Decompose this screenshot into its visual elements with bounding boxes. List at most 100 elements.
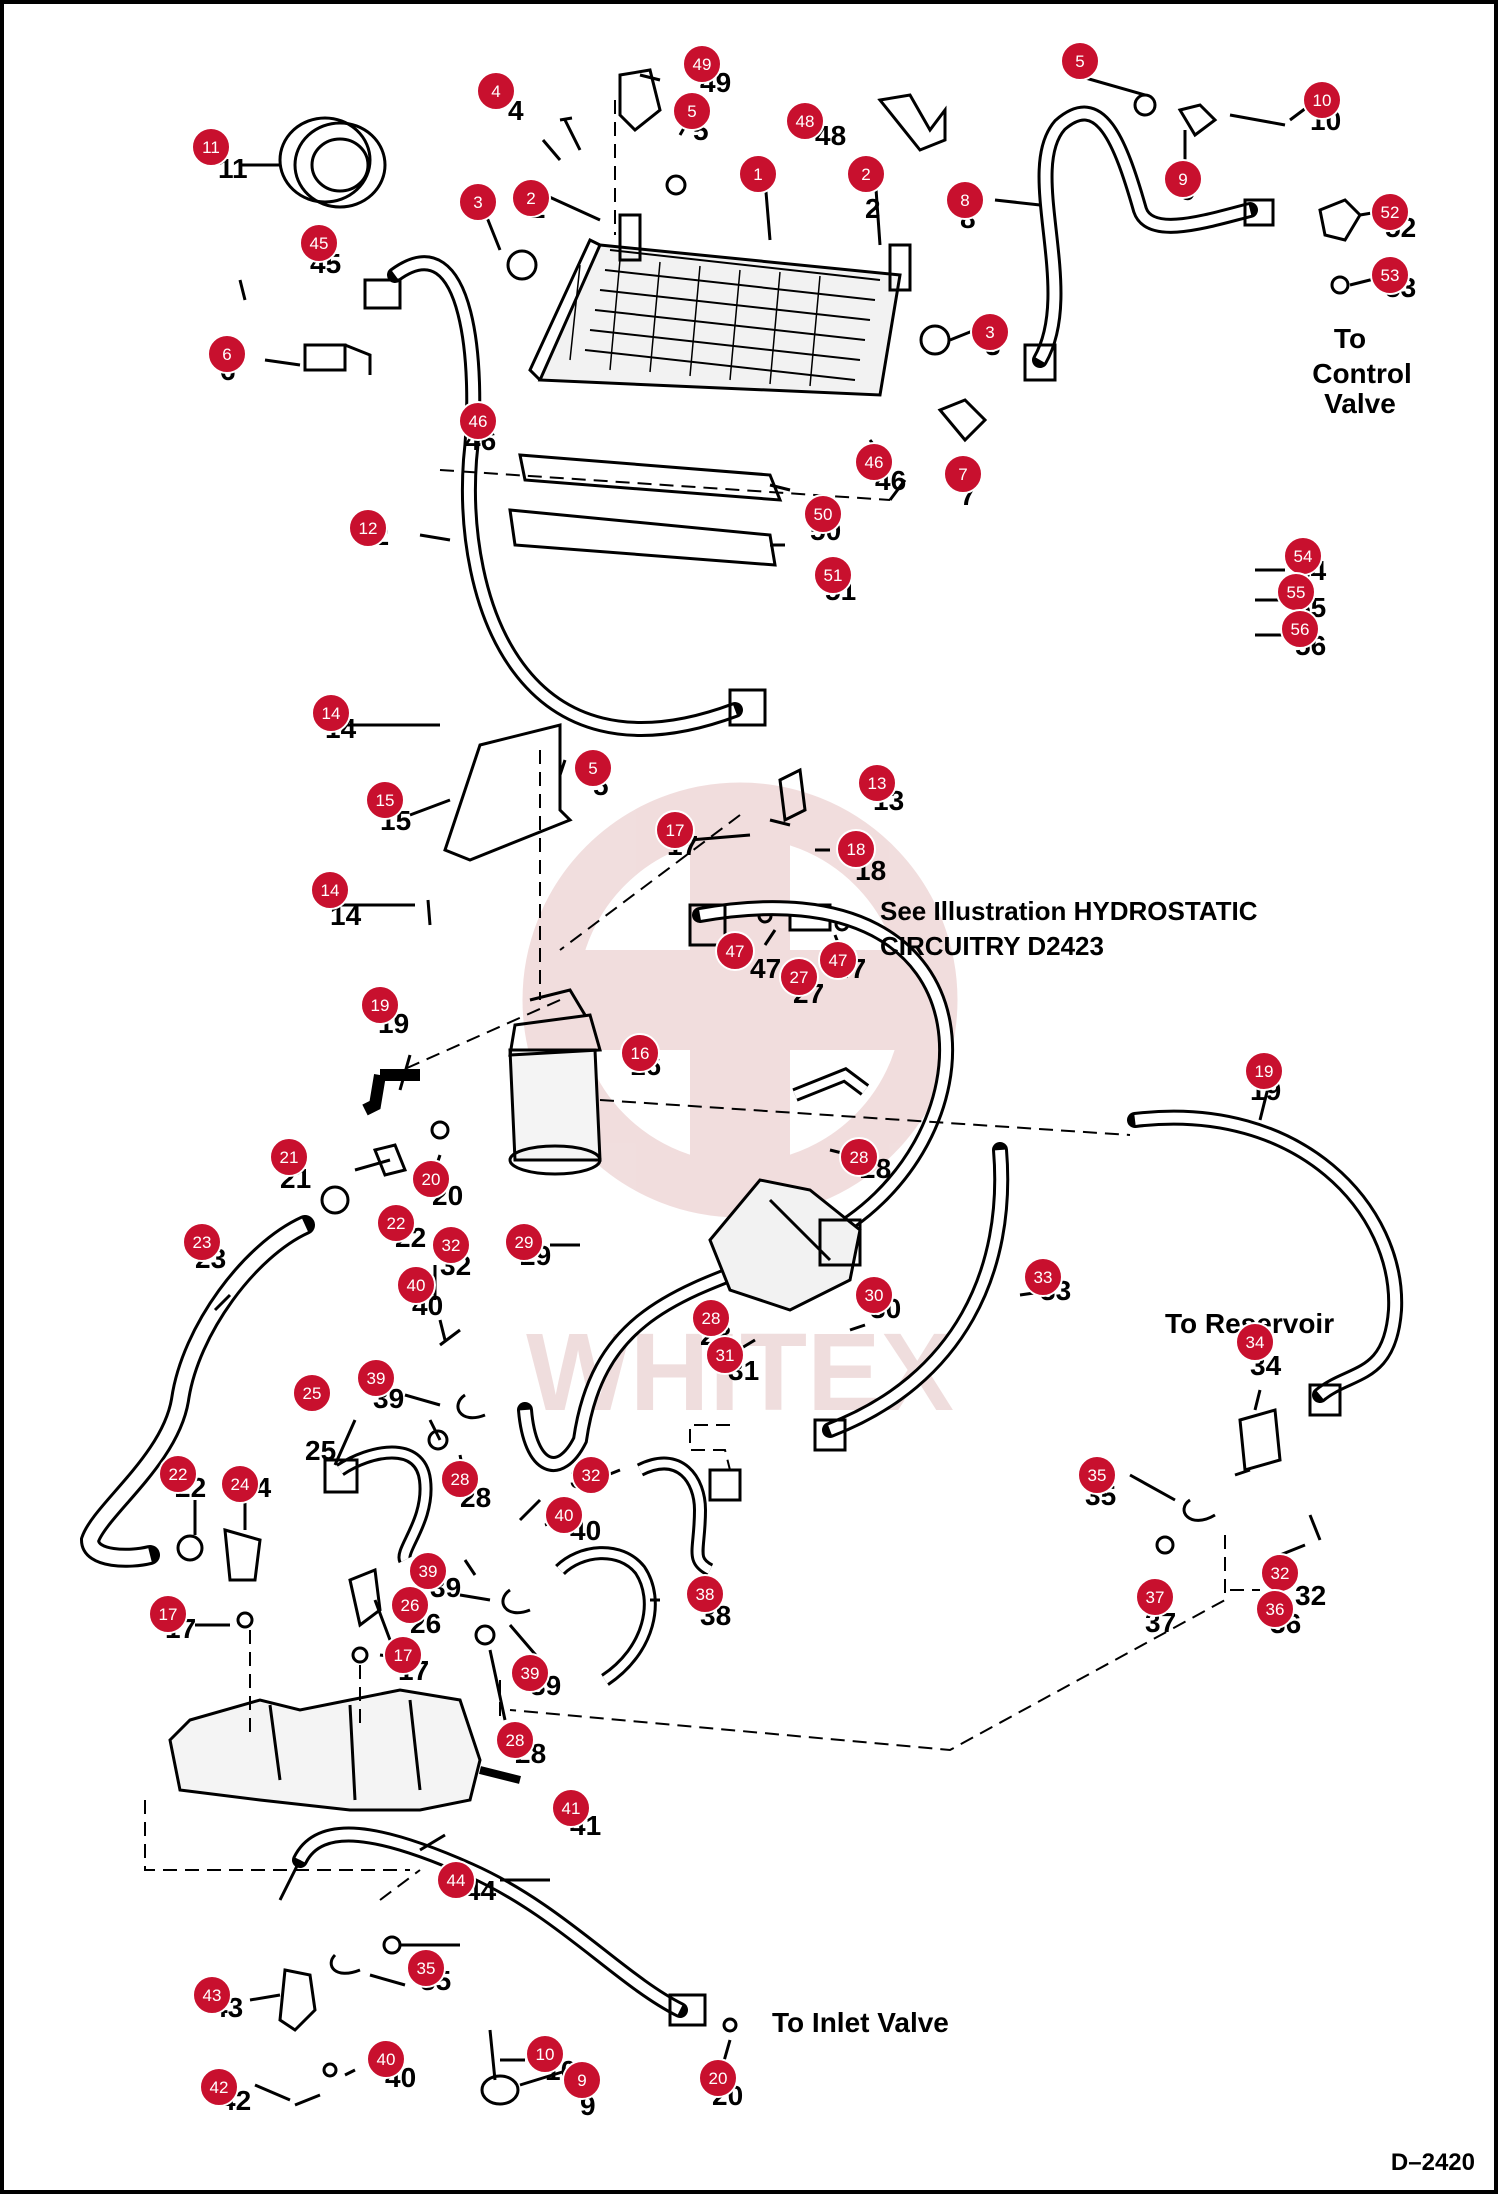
callout-circle <box>376 1203 416 1243</box>
callout-badge: 20 <box>411 1159 451 1199</box>
callout-circle <box>551 1788 591 1828</box>
callout-number: 5 <box>687 102 696 121</box>
callout-badge: 4 <box>476 71 516 111</box>
callout-circle <box>705 1335 745 1375</box>
callout-number: 41 <box>562 1799 581 1818</box>
callout-circle <box>525 2034 565 2074</box>
callout-number: 52 <box>1381 203 1400 222</box>
callout-number: 29 <box>515 1233 534 1252</box>
callout-badge: 17 <box>655 810 695 850</box>
callout-number: 30 <box>865 1286 884 1305</box>
callout-number: 24 <box>231 1475 250 1494</box>
callout-circle <box>311 693 351 733</box>
callout-number: 56 <box>1291 620 1310 639</box>
callout-circle <box>1135 1577 1175 1617</box>
callout-circle <box>836 829 876 869</box>
callout-number: 49 <box>693 55 712 74</box>
callout-circle <box>857 763 897 803</box>
callout-number: 6 <box>222 345 231 364</box>
callout-badge: 55 <box>1276 572 1316 612</box>
callout-circle <box>158 1454 198 1494</box>
callout-badge: 5 <box>672 91 712 131</box>
callout-number: 4 <box>491 82 500 101</box>
callout-number: 35 <box>417 1959 436 1978</box>
callout-badge: 19 <box>360 985 400 1025</box>
callout-badge: 10 <box>1302 80 1342 120</box>
callout-badge: 20 <box>698 2058 738 2098</box>
callout-badge: 51 <box>813 555 853 595</box>
callout-badge: 46 <box>854 442 894 482</box>
callout-badge: 25 <box>292 1373 332 1413</box>
callout-circle <box>360 985 400 1025</box>
callout-badge: 39 <box>510 1653 550 1693</box>
callout-number: 39 <box>367 1369 386 1388</box>
callout-badge: 35 <box>1077 1455 1117 1495</box>
callout-number: 34 <box>1246 1333 1265 1352</box>
callout-number: 38 <box>696 1585 715 1604</box>
callout-circle <box>269 1137 309 1177</box>
callout-number: 14 <box>321 881 340 900</box>
callout-circle <box>970 312 1010 352</box>
callout-circle <box>854 442 894 482</box>
callout-number: 40 <box>555 1506 574 1525</box>
callout-number: 45 <box>310 234 329 253</box>
callout-badge: 5 <box>1060 41 1100 81</box>
callout-circle <box>1163 159 1203 199</box>
callout-circle <box>191 127 231 167</box>
callout-circle <box>1060 41 1100 81</box>
callout-badge: 22 <box>158 1454 198 1494</box>
callout-badge: 37 <box>1135 1577 1175 1617</box>
svg-text:2: 2 <box>865 193 881 224</box>
callout-number: 23 <box>193 1233 212 1252</box>
callout-circle <box>476 71 516 111</box>
control-valve-note-line2: Control <box>1312 358 1412 389</box>
callout-circle <box>396 1265 436 1305</box>
callout-badge: 28 <box>440 1459 480 1499</box>
callout-number: 5 <box>588 759 597 778</box>
callout-number: 17 <box>666 821 685 840</box>
callout-number: 28 <box>850 1148 869 1167</box>
callout-badge: 19 <box>1244 1051 1284 1091</box>
callout-badges: 1223345556789910101112131414151617171718… <box>148 41 1410 2107</box>
callout-number: 22 <box>387 1214 406 1233</box>
callout-number: 28 <box>506 1731 525 1750</box>
callout-badge: 1 <box>738 154 778 194</box>
callout-badge: 17 <box>148 1594 188 1634</box>
callout-circle <box>431 1225 471 1265</box>
callout-number: 48 <box>796 112 815 131</box>
callout-badge: 54 <box>1283 536 1323 576</box>
callout-badge: 48 <box>785 101 825 141</box>
callout-circle <box>207 334 247 374</box>
callout-number: 13 <box>868 774 887 793</box>
cooler-bracket-parts <box>508 453 783 567</box>
callout-number: 14 <box>322 704 341 723</box>
callout-circle <box>738 154 778 194</box>
callout-badge: 39 <box>356 1358 396 1398</box>
callout-badge: 29 <box>504 1222 544 1262</box>
callout-badge: 28 <box>691 1298 731 1338</box>
callout-circle <box>182 1222 222 1262</box>
callout-circle <box>1244 1051 1284 1091</box>
callout-circle <box>310 870 350 910</box>
callout-number: 43 <box>203 1986 222 2005</box>
callout-circle <box>458 182 498 222</box>
callout-badge: 34 <box>1235 1322 1275 1362</box>
callout-number: 20 <box>422 1170 441 1189</box>
callout-circle <box>803 494 843 534</box>
callout-number: 37 <box>1146 1588 1165 1607</box>
callout-badge: 31 <box>705 1335 745 1375</box>
callout-badge: 46 <box>458 401 498 441</box>
callout-badge: 8 <box>945 180 985 220</box>
callout-circle <box>406 1948 446 1988</box>
callout-number: 42 <box>210 2078 229 2097</box>
callout-circle <box>511 178 551 218</box>
callout-number: 26 <box>401 1596 420 1615</box>
callout-number: 40 <box>407 1276 426 1295</box>
motor-part <box>708 1178 862 1312</box>
callout-number: 17 <box>394 1646 413 1665</box>
control-valve-note-line1: To <box>1334 323 1366 354</box>
callout-badge: 42 <box>199 2067 239 2107</box>
svg-text:25: 25 <box>305 1435 336 1466</box>
callout-badge: 50 <box>803 494 843 534</box>
